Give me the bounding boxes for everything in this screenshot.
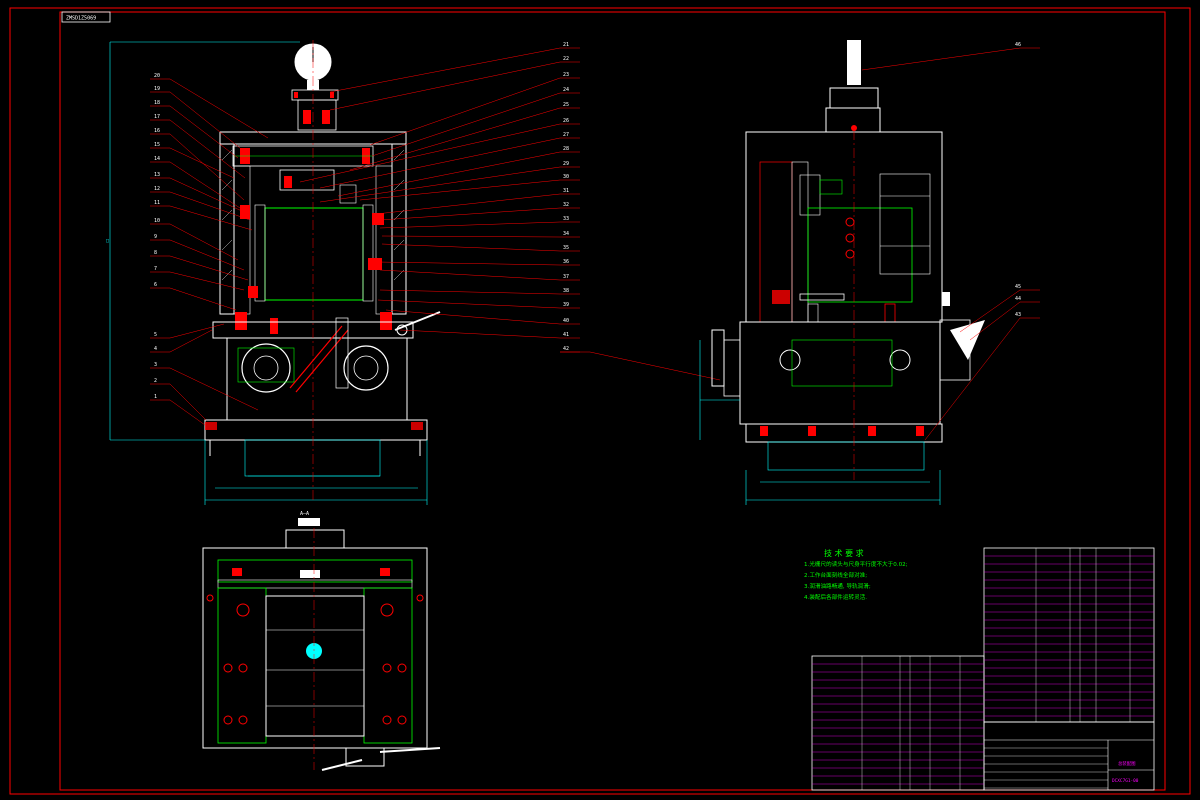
- part-number-label: 23: [563, 72, 569, 78]
- part-number-label: 42: [563, 346, 569, 352]
- tech-item-4: 4.装配后各部件运转灵活.: [804, 593, 867, 601]
- right-part-labels: 46 45 44 43: [1015, 42, 1021, 318]
- part-number-label: 35: [563, 245, 569, 251]
- part-number-label: 26: [563, 118, 569, 124]
- stamp-box: [61, 11, 111, 23]
- part-number-label: 16: [154, 128, 160, 134]
- tech-requirements: 技 术 要 求 1.光栅尺的读头与尺身平行度不大于0.02; 2.工作台面刻线全…: [804, 548, 908, 601]
- part-number-label: 37: [563, 274, 569, 280]
- part-number-label: 17: [154, 114, 160, 120]
- title-block-name: 总装配图: [1118, 760, 1136, 767]
- part-number-label: 19: [154, 86, 160, 92]
- part-number-label: 10: [154, 218, 160, 224]
- part-number-label: 30: [563, 174, 569, 180]
- part-number-label: 34: [563, 231, 569, 237]
- part-number-label: 43: [1015, 312, 1021, 318]
- part-number-label: 7: [154, 266, 157, 272]
- part-number-label: 3: [154, 362, 157, 368]
- part-number-label: 28: [563, 146, 569, 152]
- center-leaders: [299, 47, 721, 381]
- part-number-label: 6: [154, 282, 157, 288]
- part-number-label: 44: [1015, 296, 1021, 302]
- part-number-label: 36: [563, 259, 569, 265]
- part-number-label: 18: [154, 100, 160, 106]
- part-number-label: 20: [154, 73, 160, 79]
- part-number-label: 13: [154, 172, 160, 178]
- title-block: 总装配图 DCXC7G1-00: [984, 739, 1154, 790]
- lever-handle-icon: [396, 324, 408, 336]
- part-number-label: 4: [154, 346, 157, 352]
- part-number-label: 24: [563, 87, 569, 93]
- part-number-label: 40: [563, 318, 569, 324]
- work-chamber: [264, 207, 364, 301]
- parts-list: [811, 547, 1155, 791]
- part-number-label: 33: [563, 216, 569, 222]
- part-number-label: 27: [563, 132, 569, 138]
- part-number-label: 32: [563, 202, 569, 208]
- tech-item-2: 2.工作台面刻线全部对准;: [804, 571, 867, 579]
- tech-item-3: 3.润滑油路畅通, 导轨润滑;: [804, 582, 871, 590]
- part-number-label: 29: [563, 161, 569, 167]
- part-number-label: 25: [563, 102, 569, 108]
- part-number-label: 22: [563, 56, 569, 62]
- left-part-labels: 20 19 18 17 16 15 14 13 12 11 10 9 8 7 6 5 4 3 2 1: [154, 73, 160, 400]
- section-view: A—A: [202, 511, 441, 771]
- part-number-label: 15: [154, 142, 160, 148]
- center-part-labels: 21 22 23 24 25 26 27 28 29 30 31 32 33 34 35 36 37 38 39 40…: [563, 42, 569, 352]
- part-number-label: 9: [154, 234, 157, 240]
- tech-item-1: 1.光栅尺的读头与尺身平行度不大于0.02;: [804, 560, 908, 568]
- part-number-label: 14: [154, 156, 160, 162]
- part-number-label: 45: [1015, 284, 1021, 290]
- part-number-label: 8: [154, 250, 157, 256]
- part-number-label: 38: [563, 288, 569, 294]
- part-number-label: 11: [154, 200, 160, 206]
- svg-text:□: □: [106, 238, 109, 244]
- section-label: A—A: [300, 511, 309, 517]
- outer-frame: [9, 7, 1191, 795]
- part-number-label: 41: [563, 332, 569, 338]
- part-number-label: 5: [154, 332, 157, 338]
- part-number-label: 12: [154, 186, 160, 192]
- part-number-label: 1: [154, 394, 157, 400]
- part-number-label: 46: [1015, 42, 1021, 48]
- right-leaders: [861, 47, 1040, 441]
- stamp-label: ZMSD1Z5069: [66, 16, 96, 22]
- part-number-label: 31: [563, 188, 569, 194]
- title-block-code: DCXC7G1-00: [1112, 778, 1139, 784]
- inner-frame: [59, 11, 1166, 791]
- part-number-label: 2: [154, 378, 157, 384]
- part-number-label: 21: [563, 42, 569, 48]
- part-number-label: 39: [563, 302, 569, 308]
- side-view: [699, 40, 985, 505]
- tech-requirements-title: 技 术 要 求: [824, 548, 864, 558]
- front-view: □: [106, 40, 441, 505]
